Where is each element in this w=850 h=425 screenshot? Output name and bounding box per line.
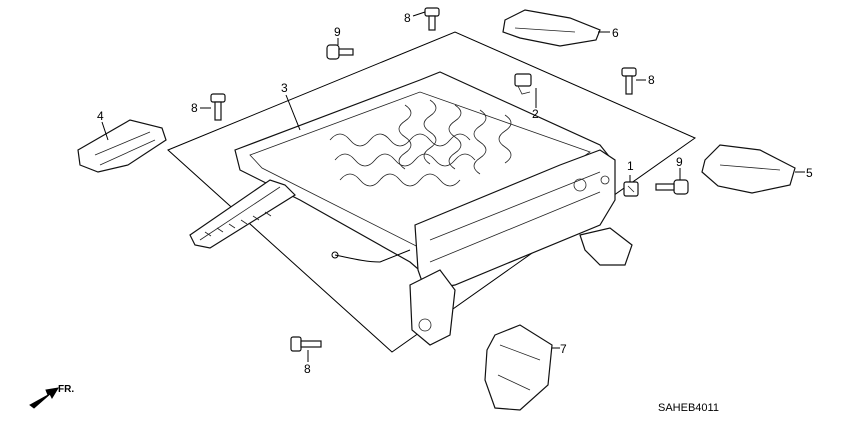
callout-8-right: 8 (648, 73, 655, 87)
callout-9-right: 9 (676, 155, 683, 169)
callout-3: 3 (281, 81, 288, 95)
bolt-8-left (210, 93, 226, 121)
front-direction-arrow: FR. (29, 384, 74, 409)
part-1-clip (623, 181, 639, 197)
bolt-8-right (621, 67, 637, 95)
diagram-code: SAHEB4011 (658, 402, 719, 414)
part-5-cover (701, 144, 796, 194)
seat-frame-assembly (189, 71, 633, 346)
part-2-clip (514, 73, 532, 95)
callout-4: 4 (97, 109, 104, 123)
direction-label: FR. (58, 384, 74, 395)
part-4-left-cover (77, 119, 167, 173)
bolt-9-right (655, 179, 689, 195)
bolt-8-top (424, 7, 440, 31)
callout-9-top: 9 (334, 25, 341, 39)
callout-2: 2 (532, 107, 539, 121)
callout-1: 1 (627, 159, 634, 173)
callout-8-top: 8 (404, 11, 411, 25)
callout-5: 5 (806, 166, 813, 180)
callout-6: 6 (612, 26, 619, 40)
part-7-cover (484, 324, 553, 411)
callout-8-bottom: 8 (304, 362, 311, 376)
assembly-boundary (167, 31, 697, 353)
callout-7: 7 (560, 342, 567, 356)
leader-lines (101, 11, 805, 362)
bolt-8-bottom (290, 336, 322, 352)
part-6-cover (502, 9, 601, 47)
bolt-9-top (326, 44, 354, 60)
callout-8-left: 8 (191, 101, 198, 115)
